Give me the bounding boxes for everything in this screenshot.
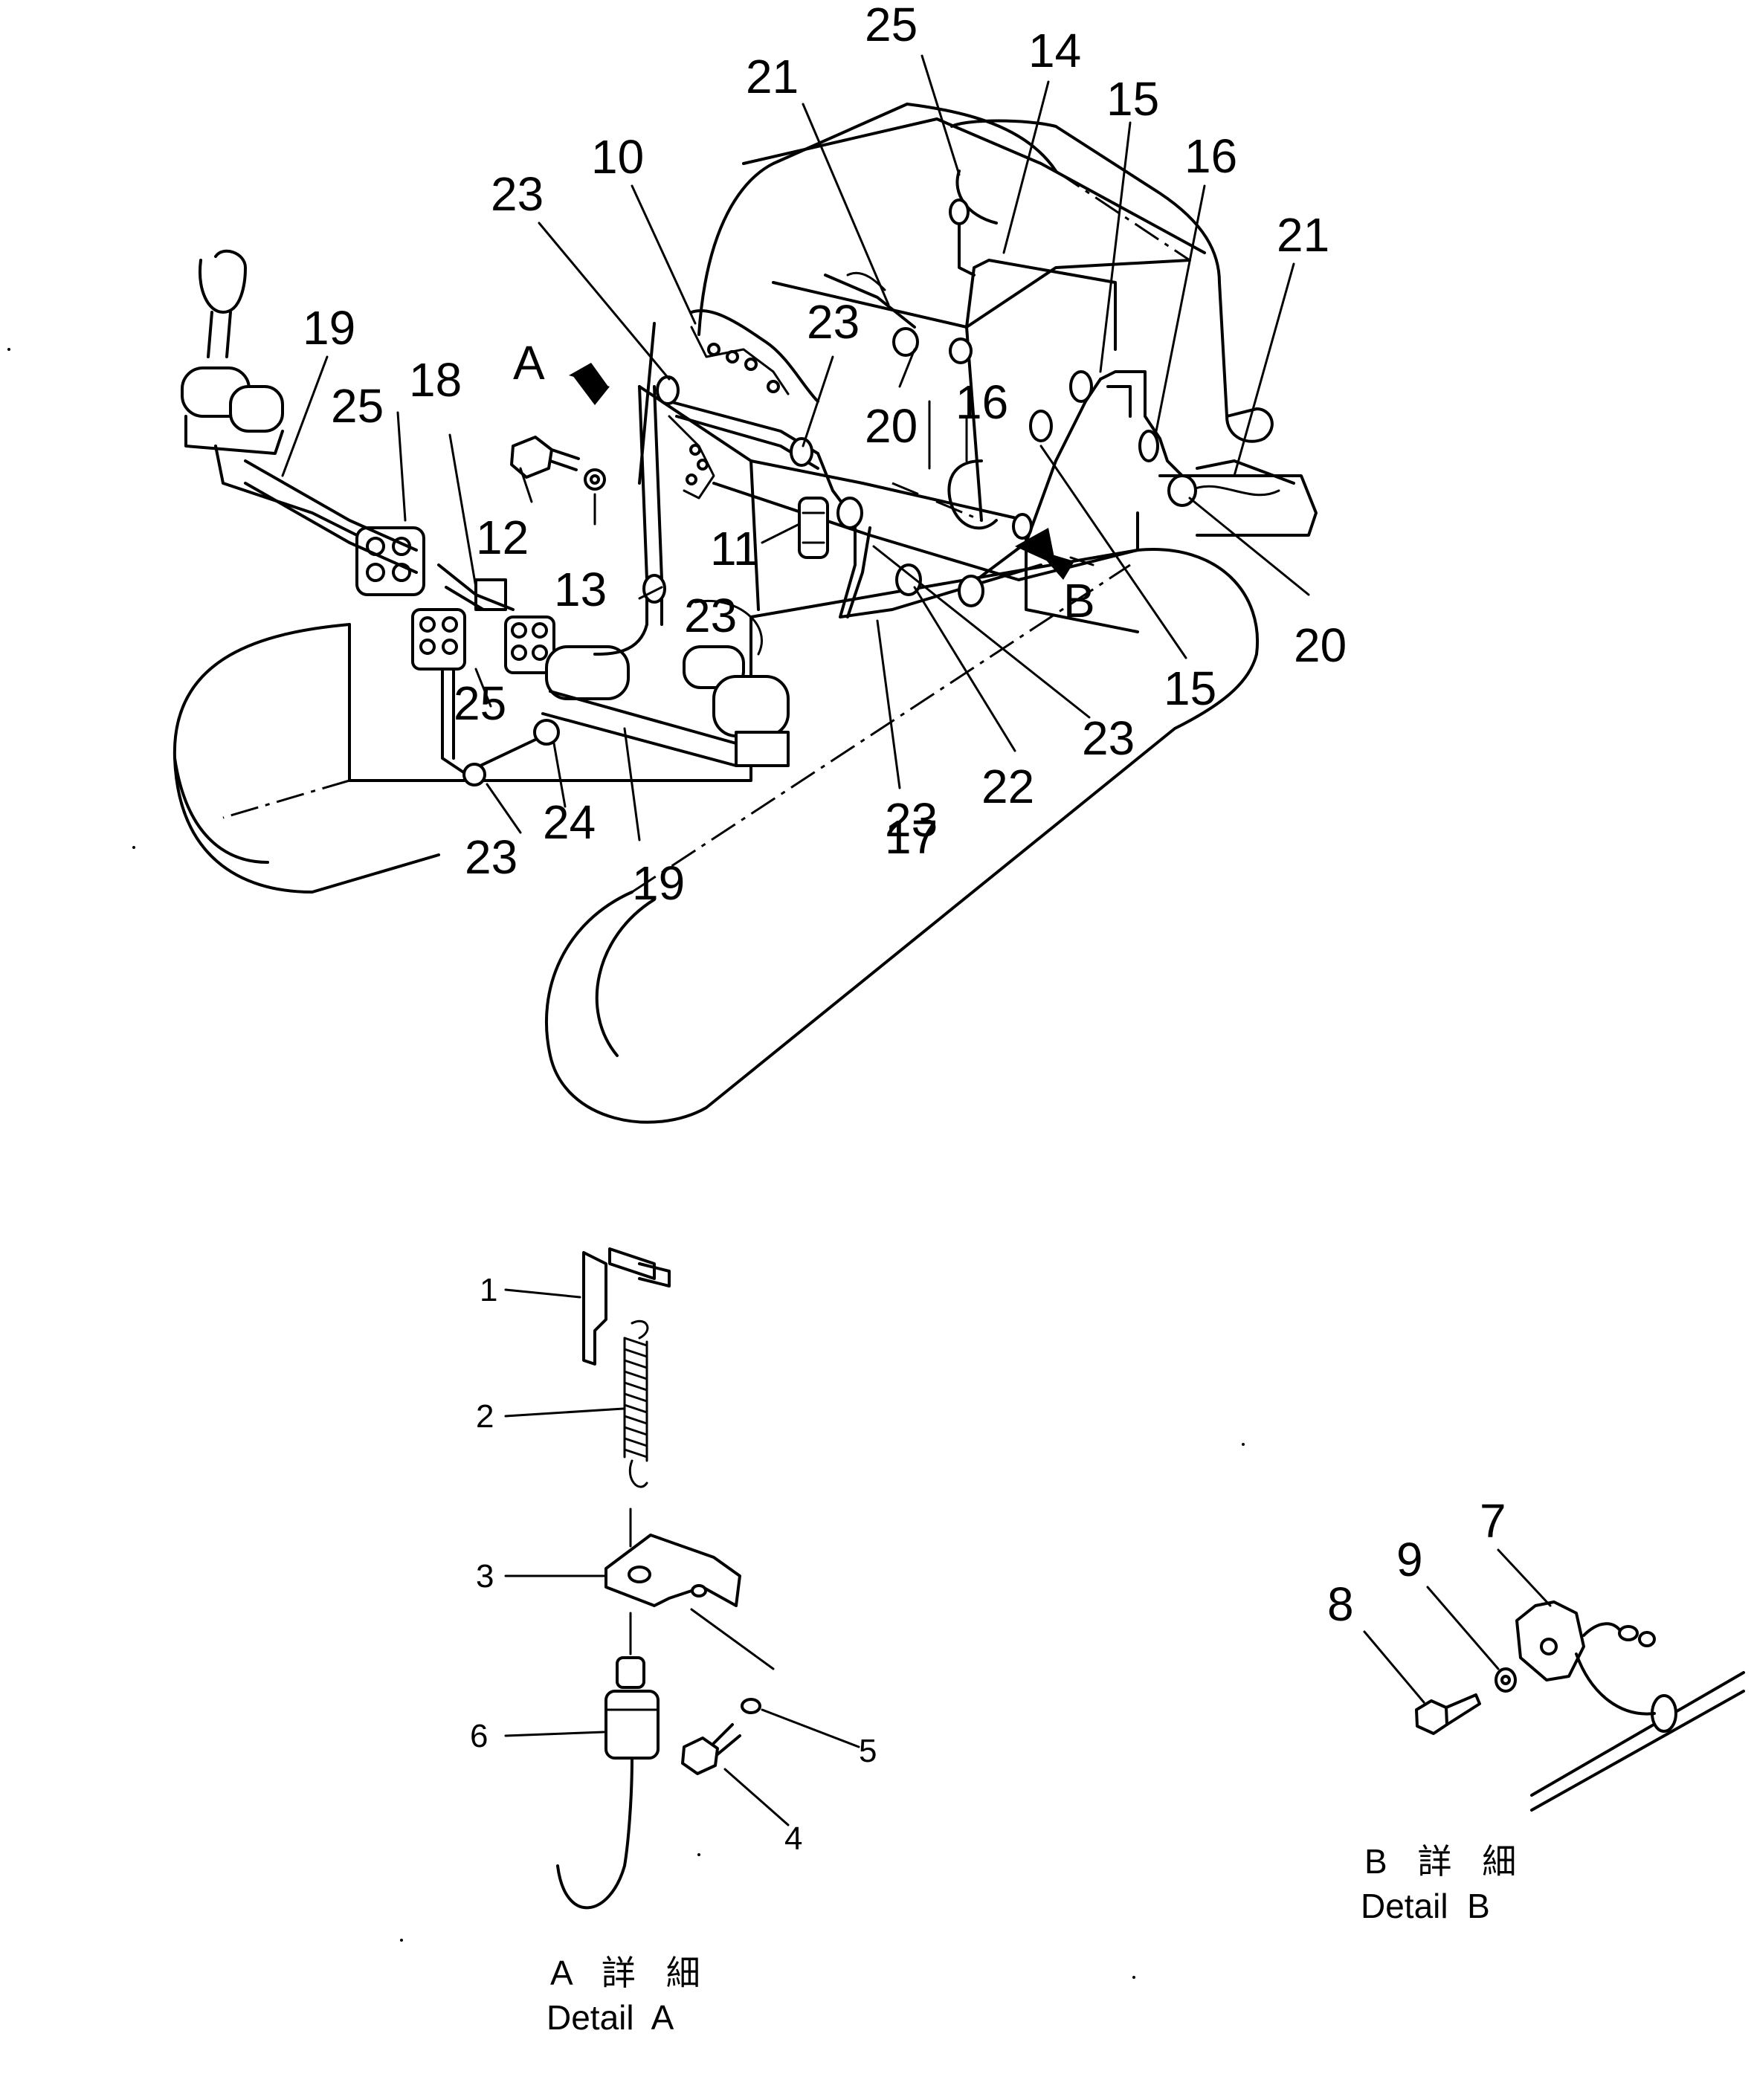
bolt-12-washer-13 — [510, 436, 606, 491]
scan-specks — [7, 348, 1245, 1979]
detail-a-caption-en: Detail A — [546, 1998, 674, 2037]
callout-b-arrow: B — [1063, 574, 1095, 627]
leader-lines — [281, 54, 1310, 841]
callout-6: 6 — [470, 1718, 488, 1754]
detail-b-leaders — [1363, 1548, 1552, 1704]
solenoid-11 — [798, 497, 829, 559]
callout-13: 13 — [554, 563, 607, 616]
right-control-levers — [1188, 407, 1295, 497]
pilot-valves-left — [355, 526, 555, 674]
callout-20-mid: 20 — [865, 399, 918, 453]
detail-a-leaders — [504, 1288, 860, 1826]
callout-15-right: 15 — [1164, 662, 1216, 715]
callout-22: 22 — [981, 760, 1034, 813]
detail-a-caption: A 詳 細 Detail A — [546, 1954, 711, 2037]
detail-b-caption-en: Detail B — [1361, 1887, 1490, 1925]
detail-b-caption: B 詳 細 Detail B — [1361, 1842, 1526, 1925]
callout-25-left: 25 — [331, 379, 384, 433]
spring — [623, 1319, 649, 1488]
callout-17: 17 — [885, 810, 938, 864]
callout-3: 3 — [476, 1558, 494, 1595]
callout-24: 24 — [543, 795, 596, 849]
callout-7: 7 — [1480, 1494, 1506, 1548]
detail-a-caption-jp: A 詳 細 — [550, 1954, 711, 1992]
callout-19-bottom: 19 — [632, 856, 685, 910]
callout-2: 2 — [476, 1398, 494, 1435]
callout-19-left: 19 — [303, 301, 355, 355]
callout-15-top: 15 — [1106, 72, 1159, 126]
callout-14: 14 — [1028, 24, 1081, 77]
callout-23-lower-left: 23 — [465, 830, 518, 884]
callout-9: 9 — [1396, 1533, 1423, 1586]
connector-group-10 — [668, 326, 790, 500]
left-control-levers — [181, 249, 358, 537]
callout-4: 4 — [784, 1820, 802, 1857]
callout-18: 18 — [409, 353, 462, 407]
callout-16-top: 16 — [1184, 129, 1237, 183]
main-view-callouts: 25 21 14 15 16 21 23 10 19 18 25 A 23 20… — [303, 0, 1347, 910]
detail-a-callouts: 1 2 3 6 5 4 — [470, 1272, 877, 1857]
detail-a-drawing — [556, 1247, 775, 1910]
detail-b-caption-jp: B 詳 細 — [1364, 1842, 1526, 1881]
callout-5: 5 — [859, 1733, 877, 1769]
callout-23-mid: 23 — [807, 295, 860, 349]
callout-8: 8 — [1327, 1577, 1354, 1631]
detail-b-callouts: 7 9 8 — [1327, 1494, 1506, 1631]
callout-23-lower-right: 23 — [885, 793, 938, 847]
callout-10: 10 — [591, 130, 644, 184]
view-arrow-a — [569, 363, 610, 405]
travel-pedals — [541, 600, 790, 767]
callout-25-lower: 25 — [454, 676, 506, 730]
callout-23-right: 23 — [1082, 711, 1135, 765]
view-arrow-b — [1015, 528, 1074, 580]
callout-25-top: 25 — [865, 0, 918, 51]
callout-11: 11 — [710, 522, 759, 575]
callout-16-mid: 16 — [955, 375, 1008, 429]
callout-21-right: 21 — [1277, 208, 1329, 262]
detail-b-drawing — [1415, 1600, 1745, 1812]
callout-a-arrow: A — [513, 336, 545, 390]
callout-1: 1 — [480, 1272, 497, 1308]
callout-23-center: 23 — [684, 589, 737, 642]
callout-21-top: 21 — [746, 50, 799, 103]
callout-23-upper: 23 — [491, 167, 544, 221]
callout-12: 12 — [476, 511, 529, 564]
callout-20-right: 20 — [1294, 618, 1347, 672]
hose-clamps — [462, 198, 1197, 786]
